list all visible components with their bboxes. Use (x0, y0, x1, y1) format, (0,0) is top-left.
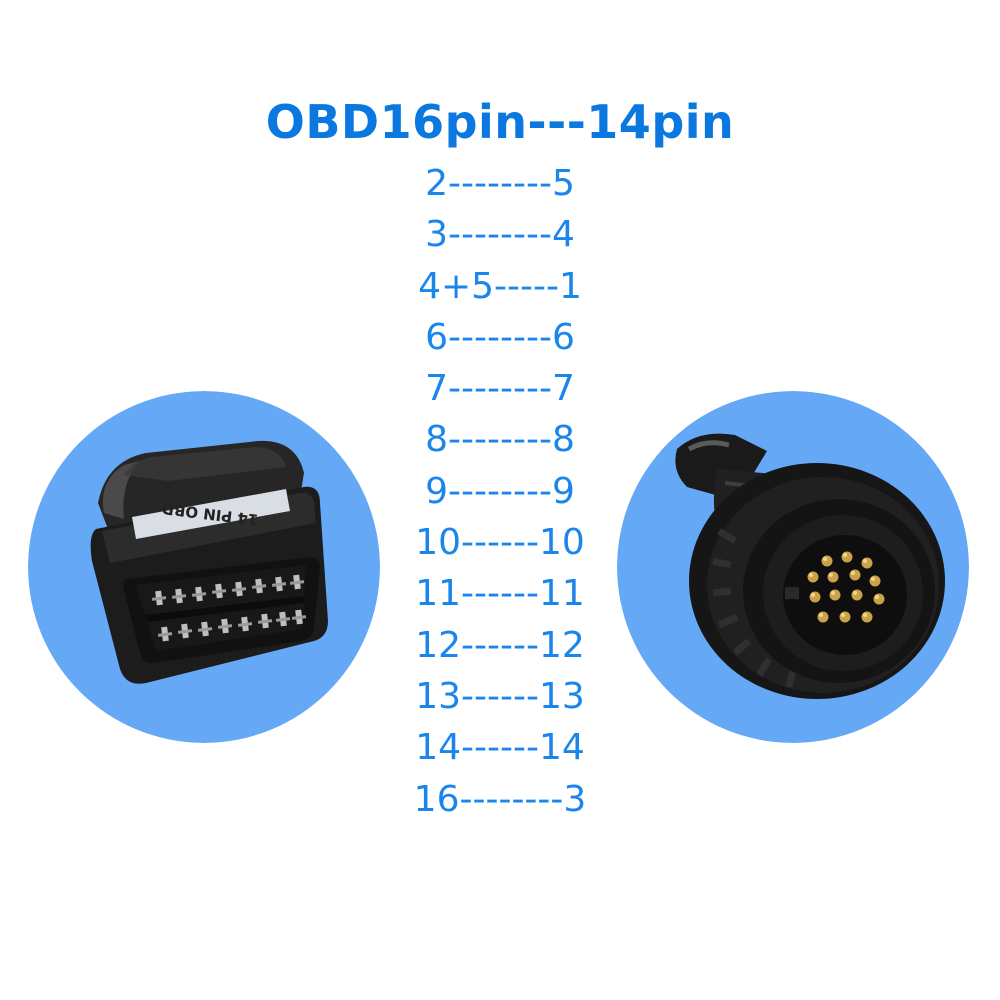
pin-mapping-text: 9--------9 (425, 470, 575, 512)
14-pin-round-male-connector-icon (617, 391, 969, 743)
pin-mapping-row: 14------14 (0, 722, 1000, 773)
pin-mapping-text: 11------11 (415, 573, 585, 615)
pin-mapping-text: 12------12 (415, 624, 585, 666)
pin-mapping-text: 4+5-----1 (418, 265, 582, 307)
pin-mapping-text: 8--------8 (425, 419, 575, 461)
pin-mapping-row: 13------13 (0, 671, 1000, 722)
pin-mapping-row: 10------10 (0, 517, 1000, 568)
pin-mapping-row: 8--------8 (0, 414, 1000, 465)
pin-mapping-text: 6--------6 (425, 316, 575, 358)
pin-mapping-list: 2--------5 3--------4 4+5-----1 6-------… (0, 158, 1000, 825)
pin-mapping-text: 16--------3 (413, 778, 587, 820)
pin-mapping-row: 9--------9 (0, 466, 1000, 517)
pin-mapping-text: 14------14 (415, 727, 585, 769)
pin-mapping-row: 16--------3 (0, 774, 1000, 825)
pin-mapping-text: 13------13 (415, 675, 585, 717)
obd2-16-pin-female-connector-icon: 14 PIN OBD (28, 391, 380, 743)
pin-mapping-row: 11------11 (0, 568, 1000, 619)
pin-mapping-row: 6--------6 (0, 312, 1000, 363)
pin-mapping-row: 12------12 (0, 620, 1000, 671)
pin-mapping-text: 7--------7 (425, 368, 575, 410)
connector-label-sticker: 14 PIN OBD (132, 489, 290, 539)
diagram-title: OBD16pin---14pin (265, 95, 735, 149)
pin-mapping-row: 4+5-----1 (0, 261, 1000, 312)
pin-mapping-row: 7--------7 (0, 363, 1000, 414)
pin-mapping-text: 2--------5 (425, 163, 575, 204)
pin-mapping-text: 10------10 (415, 522, 585, 564)
pin-mapping-row: 3--------4 (0, 209, 1000, 260)
pin-mapping-text: 3--------4 (425, 214, 575, 256)
pin-mapping-row: 2--------5 (0, 158, 1000, 209)
